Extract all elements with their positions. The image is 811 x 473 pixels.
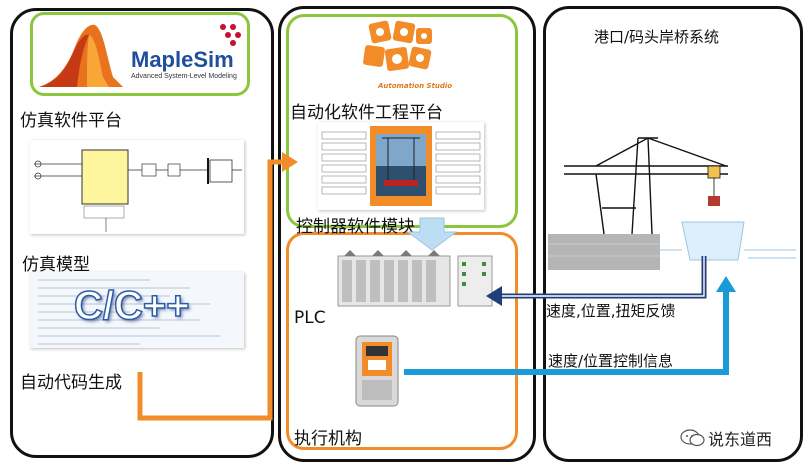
hardware-box [286,232,518,450]
control-label: 速度/位置控制信息 [548,352,674,370]
maplesim-peak-icon [39,24,123,88]
feedback-arrowhead [486,286,502,306]
port-crane-title: 港口/码头岸桥系统 [594,28,720,46]
feedback-label: 速度,位置,扭矩反馈 [546,302,676,320]
codegen-to-controller-arrow [137,159,282,421]
automation-studio-icon [363,20,432,72]
actuator-label: 执行机构 [294,429,362,449]
controller-module-diagram [318,122,484,210]
simulation-model-diagram [30,140,244,234]
maplesim-tagline: Advanced System-Level Modeling [131,73,237,80]
maplesim-logo-text: MapleSim [131,47,234,72]
c-cpp-logo: C/C++ [73,283,190,329]
port-crane-illustration [548,137,796,270]
generated-code-image: C/C++ [30,272,244,348]
simulation-platform-label: 仿真软件平台 [20,111,122,131]
software-platform-box [286,14,518,228]
module-to-plc-arrow [406,217,458,251]
watermark-text: 说东道西 [708,430,773,449]
feedback-arrow-line [500,256,707,299]
controller-module-label: 控制器软件模块 [296,217,415,237]
control-arrow-line [404,290,729,375]
plc-label: PLC [294,308,326,328]
wechat-icon [680,429,705,447]
control-arrowhead [716,276,736,292]
simulation-model-label: 仿真模型 [22,255,90,275]
automation-studio-caption: Automation Studio [378,82,453,90]
plc-hardware-image [337,250,493,307]
maplesim-dots-icon [220,24,241,46]
actuator-drive-image [355,335,399,407]
maplesim-logo-box: MapleSim Advanced System-Level Modeling [30,12,250,96]
code-generation-label: 自动代码生成 [20,373,122,393]
automation-platform-label: 自动化软件工程平台 [290,103,443,123]
